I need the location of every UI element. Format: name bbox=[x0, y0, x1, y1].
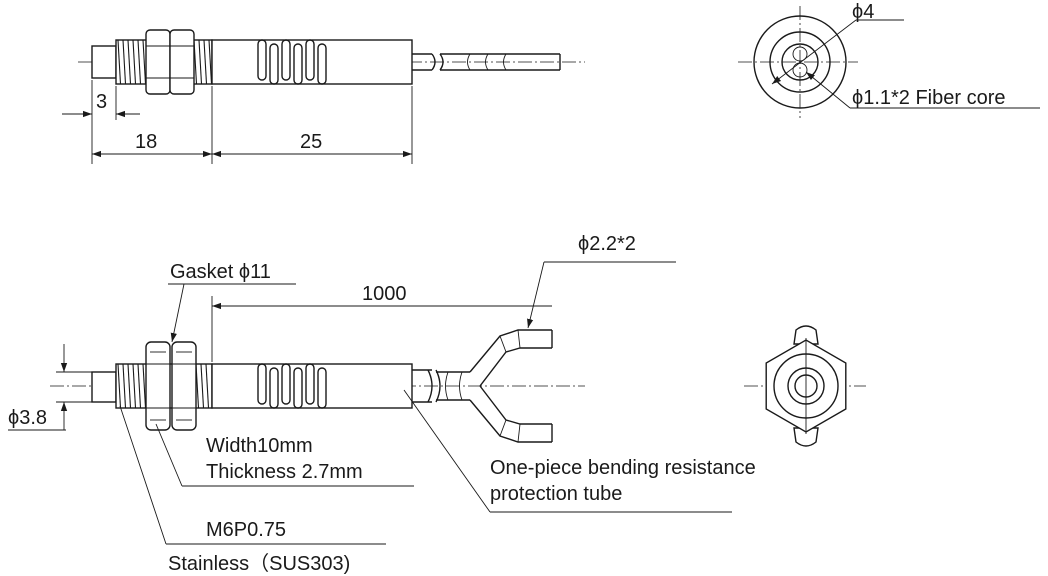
top-tube-slots bbox=[257, 39, 327, 85]
split-cable-outer bbox=[469, 329, 552, 443]
dim-tip-length: 3 bbox=[96, 91, 107, 113]
bottom-end-view bbox=[744, 325, 866, 447]
callout-gasket: Gasket ϕ11 bbox=[170, 261, 271, 283]
end-view-tab-top bbox=[793, 325, 819, 345]
dim-outer-diameter: ϕ4 bbox=[852, 1, 874, 23]
split-cable-inner bbox=[479, 347, 552, 425]
top-nut-left bbox=[145, 29, 171, 95]
bottom-thread-pattern bbox=[117, 363, 210, 409]
dim-cable-length: 1000 bbox=[362, 283, 407, 305]
dim-nut-section: 18 bbox=[135, 131, 157, 153]
dim-tip-diameter: ϕ3.8 bbox=[8, 407, 47, 429]
callout-nut-thickness: Thickness 2.7mm bbox=[206, 461, 363, 483]
bottom-side-view: 1000 ϕ2.2*2 ϕ3.8 Gasket ϕ11 Width10mm Th… bbox=[8, 233, 756, 575]
bottom-tube-slots bbox=[257, 363, 327, 409]
dim-tube-length: 25 bbox=[300, 131, 322, 153]
top-tip bbox=[91, 45, 117, 79]
bottom-nut-left bbox=[145, 341, 171, 431]
top-thread-pattern bbox=[117, 39, 213, 85]
callout-nut-width: Width10mm bbox=[206, 435, 313, 457]
dim-fiber-core: ϕ1.1*2 Fiber core bbox=[852, 87, 1006, 109]
top-protection-tube bbox=[211, 39, 413, 85]
bottom-protection-tube bbox=[211, 363, 413, 409]
top-cable bbox=[412, 53, 432, 71]
callout-tube-line1: One-piece bending resistance bbox=[490, 457, 756, 479]
callout-tube-line2: protection tube bbox=[490, 483, 622, 505]
bottom-nut-right bbox=[171, 341, 197, 431]
end-view-outer-circle bbox=[753, 15, 847, 109]
dim-split-cable: ϕ2.2*2 bbox=[578, 233, 636, 255]
top-end-view: ϕ4 ϕ1.1*2 Fiber core bbox=[738, 1, 1040, 118]
bottom-tip bbox=[91, 371, 117, 403]
top-side-view: 3 18 25 bbox=[62, 29, 585, 164]
top-nut-right bbox=[169, 29, 195, 95]
callout-thread: M6P0.75 bbox=[206, 519, 286, 541]
end-view-tab-bottom bbox=[793, 427, 819, 447]
callout-material: Stainless（SUS303) bbox=[168, 552, 350, 575]
